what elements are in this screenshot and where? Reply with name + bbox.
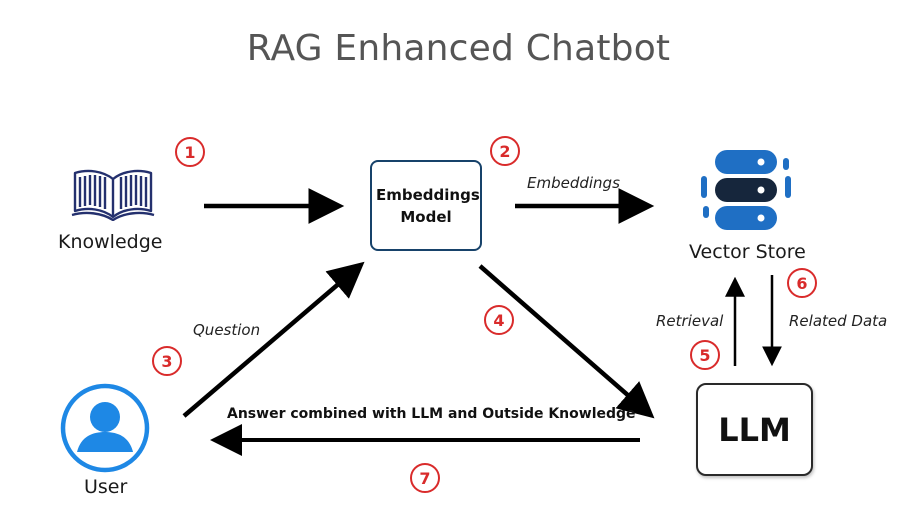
llm-box: LLM <box>696 383 813 476</box>
edge-label-embeddings: Embeddings <box>527 174 620 192</box>
edge-label-answer: Answer combined with LLM and Outside Kno… <box>227 406 636 422</box>
step-badge-6: 6 <box>787 268 817 298</box>
step-badge-4: 4 <box>484 305 514 335</box>
node-label-vector-store: Vector Store <box>689 241 806 263</box>
edge-label-related-data: Related Data <box>789 312 888 330</box>
node-label-llm: LLM <box>718 410 791 449</box>
step-badge-3: 3 <box>152 346 182 376</box>
edge-label-question: Question <box>193 321 261 339</box>
book-icon <box>71 169 155 221</box>
embeddings-model-box: Embeddings Model <box>370 160 482 251</box>
database-icon <box>701 150 791 230</box>
node-label-embeddings-model: Embeddings Model <box>376 185 480 226</box>
step-badge-1: 1 <box>175 137 205 167</box>
arrow-embeddings-to-llm <box>478 264 655 419</box>
edge-label-retrieval: Retrieval <box>656 312 724 330</box>
step-badge-5: 5 <box>690 340 720 370</box>
node-label-knowledge: Knowledge <box>58 231 163 253</box>
arrow-user-to-embeddings <box>182 261 365 418</box>
step-badge-2: 2 <box>490 136 520 166</box>
node-label-user: User <box>84 476 128 498</box>
diagram-title: RAG Enhanced Chatbot <box>246 28 671 69</box>
user-avatar-icon <box>60 383 150 473</box>
step-badge-7: 7 <box>410 463 440 493</box>
